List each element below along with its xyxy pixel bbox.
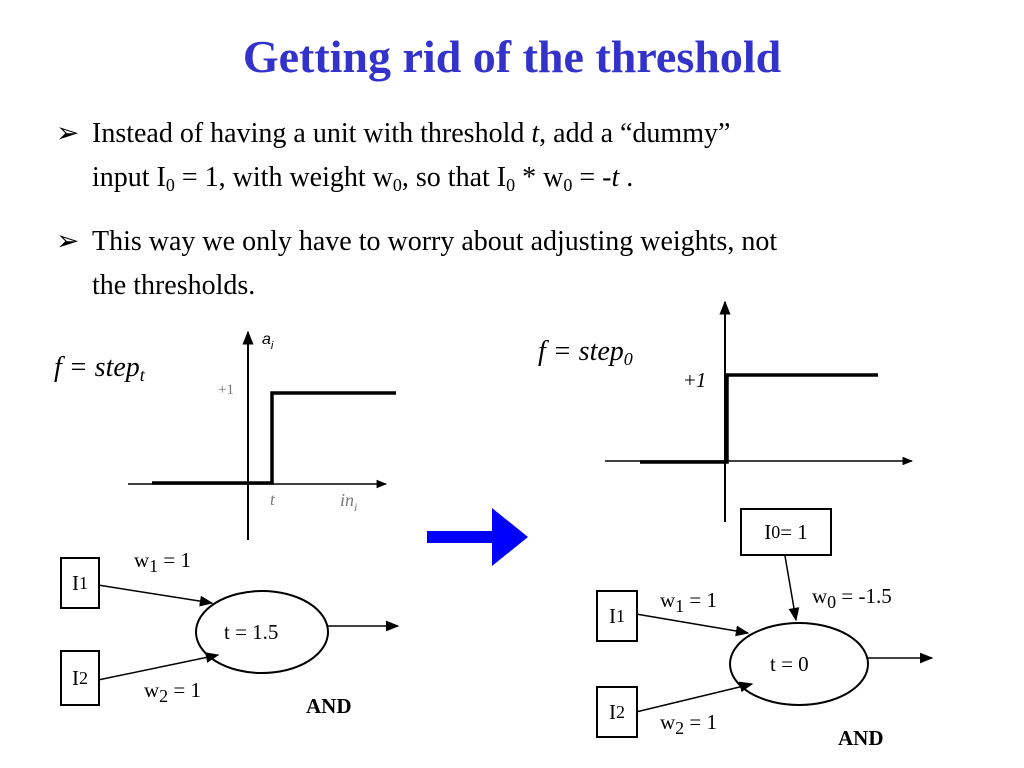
- left-weight-w2: w2 = 1: [144, 678, 202, 706]
- left-edge-i1: [97, 584, 214, 607]
- right-weight-w2: w2 = 1: [660, 710, 718, 738]
- left-step-curve: [152, 391, 396, 485]
- right-weight-w1: w1 = 1: [660, 588, 718, 616]
- bullet-arrow-icon: ➢: [56, 118, 80, 149]
- left-edge-i2: [97, 652, 220, 681]
- left-function-label: f = stept: [54, 352, 145, 385]
- bullet-arrow-icon: ➢: [56, 226, 80, 257]
- left-in-label: ini: [340, 490, 358, 514]
- left-plus1-tick: +1: [218, 382, 234, 398]
- left-step-graph: [128, 330, 396, 540]
- bullet-1: ➢ Instead of having a unit with threshol…: [56, 112, 956, 200]
- right-plus1-tick: +1: [684, 368, 707, 392]
- transform-arrow-icon: [427, 508, 528, 566]
- left-and-label: AND: [306, 694, 352, 718]
- right-edge-i1: [635, 613, 750, 637]
- right-threshold-node: [729, 622, 869, 706]
- right-and-label: AND: [838, 726, 884, 750]
- left-network: [97, 584, 400, 681]
- bullet-2: ➢ This way we only have to worry about a…: [56, 220, 956, 308]
- right-node-label: t = 0: [770, 652, 809, 676]
- left-ai-label: ai: [262, 331, 274, 352]
- right-step-graph: [605, 300, 914, 522]
- slide-title: Getting rid of the threshold: [242, 31, 782, 82]
- left-threshold-node: [195, 590, 329, 674]
- left-node-label: t = 1.5: [224, 620, 279, 644]
- left-t-tick: t: [270, 490, 275, 509]
- right-network: [635, 555, 934, 713]
- right-weight-w0: w0 = -1.5: [812, 584, 892, 612]
- right-edge-i2: [635, 681, 754, 713]
- left-weight-w1: w1 = 1: [134, 548, 192, 576]
- right-step-curve: [640, 373, 878, 464]
- right-function-label: f = step0: [538, 336, 633, 369]
- right-edge-i0: [784, 555, 800, 622]
